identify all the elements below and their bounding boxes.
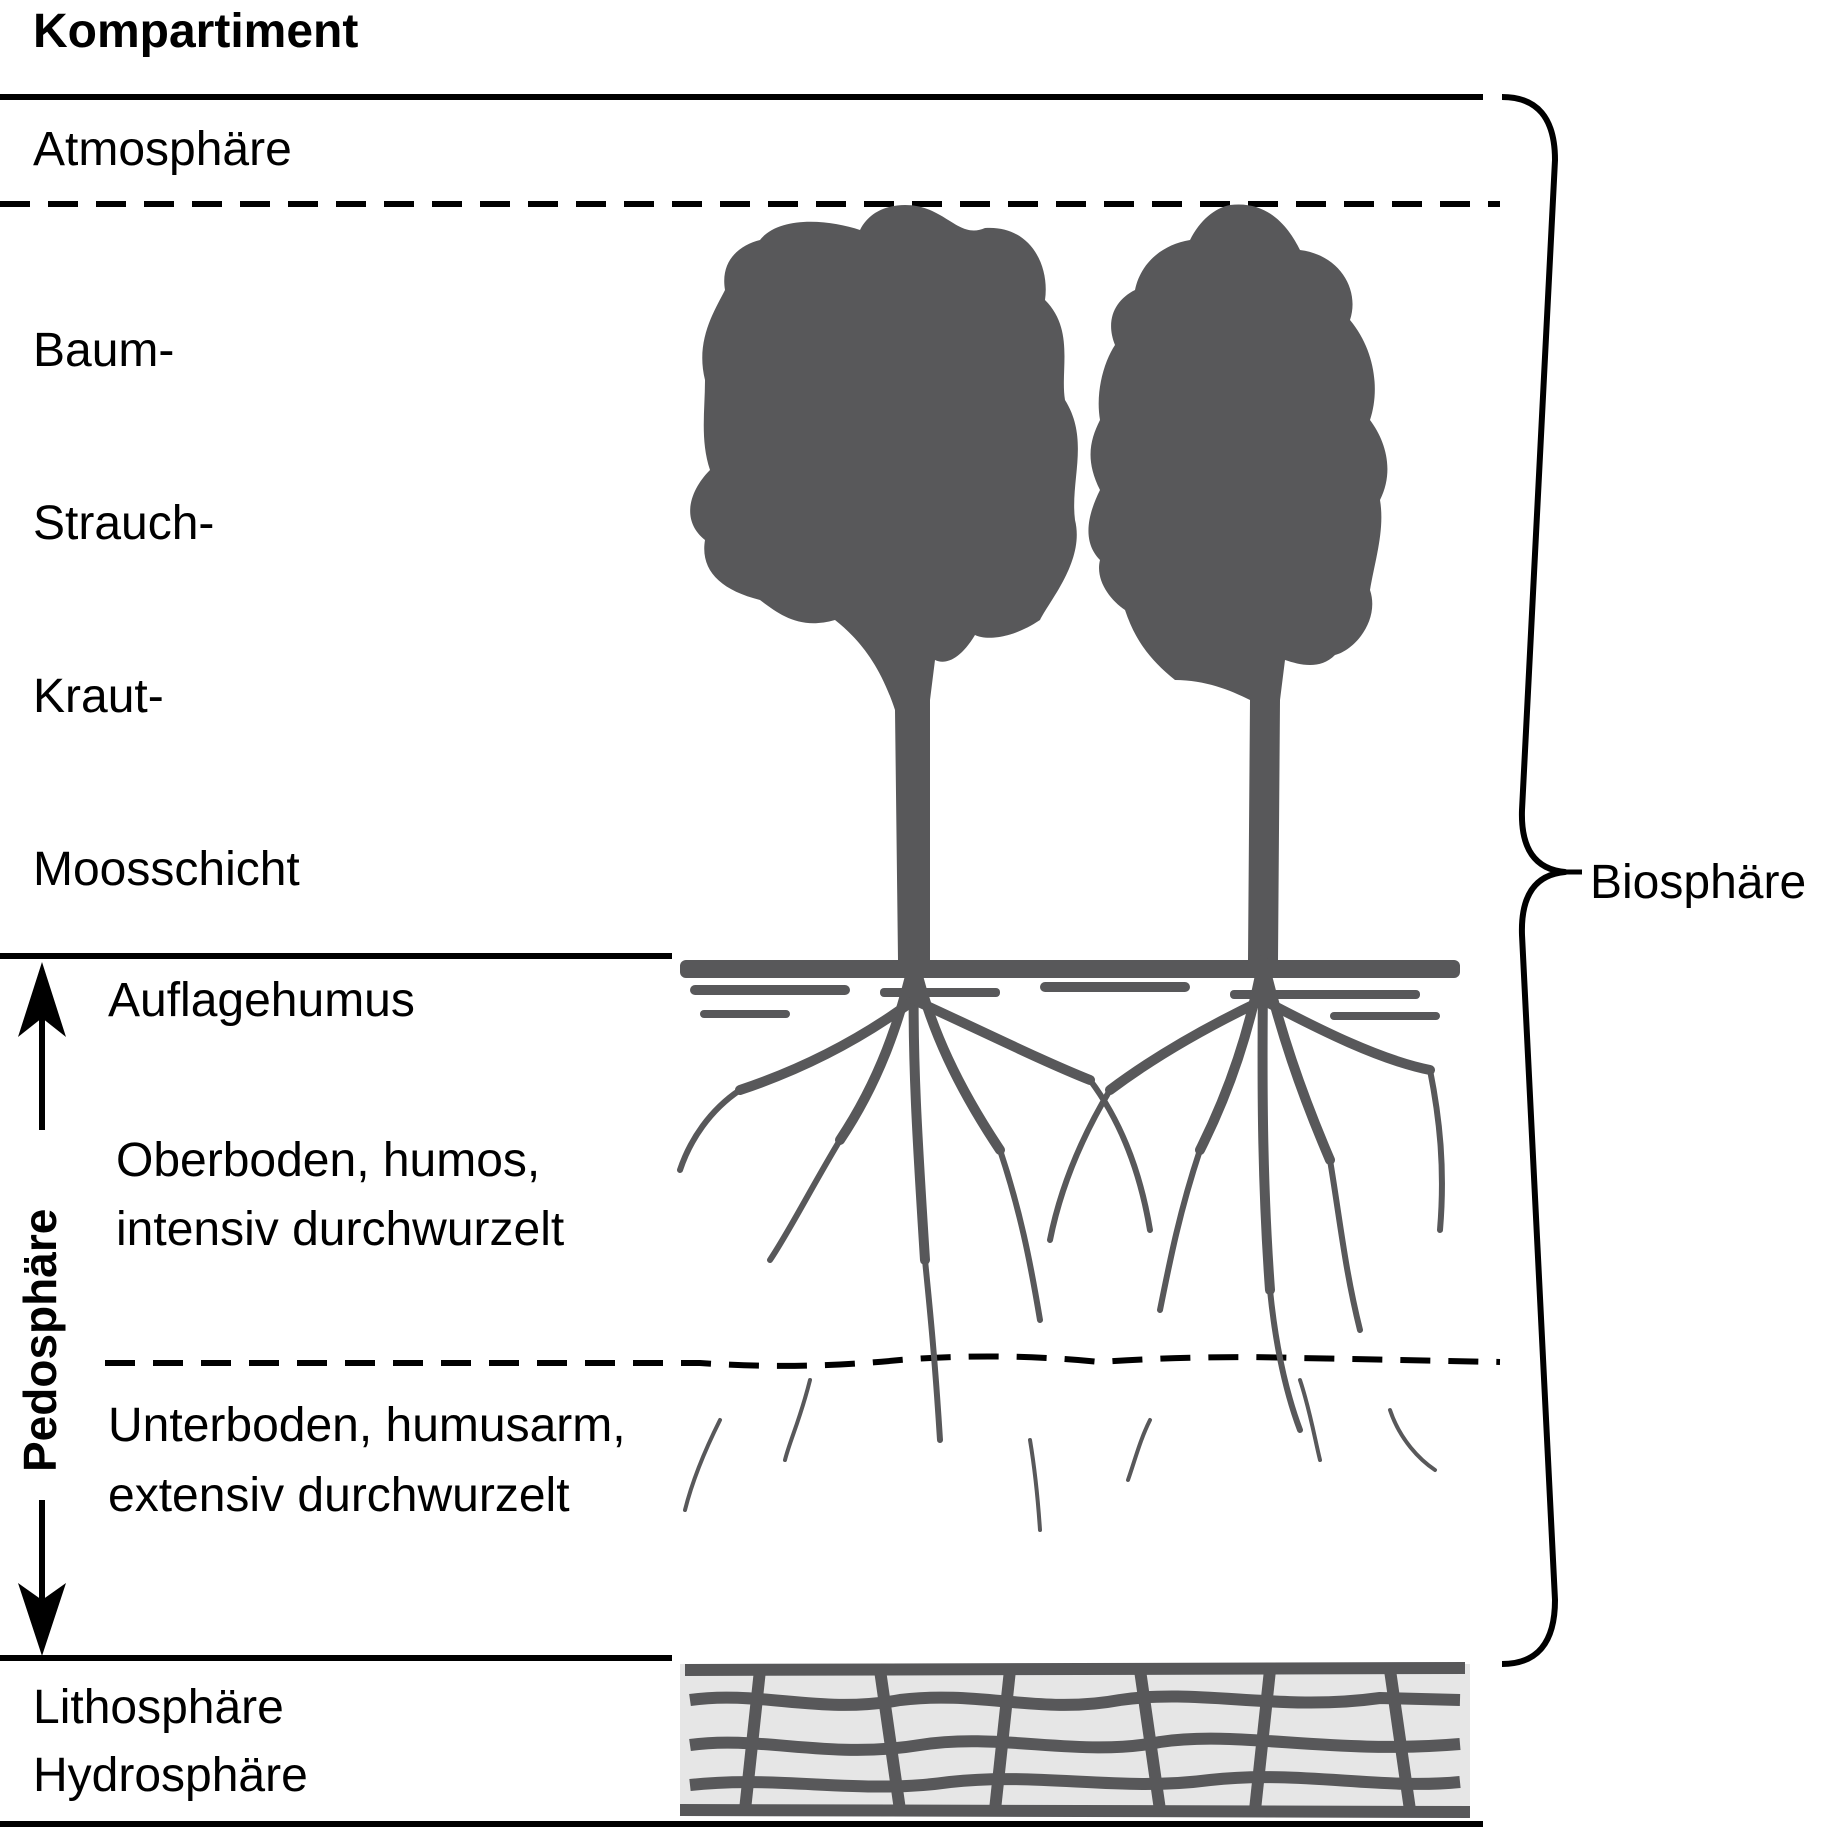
label-shrub-layer: Strauch- [33, 497, 215, 550]
label-lithosphere: Lithosphäre [33, 1681, 284, 1734]
label-tree-layer: Baum- [33, 324, 175, 377]
label-atmosphere: Atmosphäre [33, 123, 292, 176]
pedosphere-arrow [18, 962, 66, 1656]
subsoil-dashed-line [105, 1353, 1501, 1369]
label-hydrosphere: Hydrosphäre [33, 1749, 308, 1802]
label-biosphere: Biosphäre [1590, 856, 1807, 909]
diagram-title: Kompartiment [33, 5, 359, 58]
label-topsoil-line2: intensiv durchwurzelt [116, 1203, 565, 1256]
biosphere-brace [1501, 94, 1568, 1667]
label-subsoil-line2: extensiv durchwurzelt [108, 1469, 570, 1522]
label-subsoil-line1: Unterboden, humusarm, [108, 1399, 626, 1452]
label-topsoil-line1: Oberboden, humos, [116, 1134, 541, 1187]
label-herb-layer: Kraut- [33, 670, 164, 723]
label-litter: Auflagehumus [108, 974, 415, 1027]
trees-illustration [690, 204, 1388, 960]
label-moss-layer: Moosschicht [33, 843, 300, 896]
humus-texture [680, 960, 1460, 1020]
roots-illustration [677, 955, 1445, 1532]
bedrock-texture [679, 1662, 1471, 1818]
